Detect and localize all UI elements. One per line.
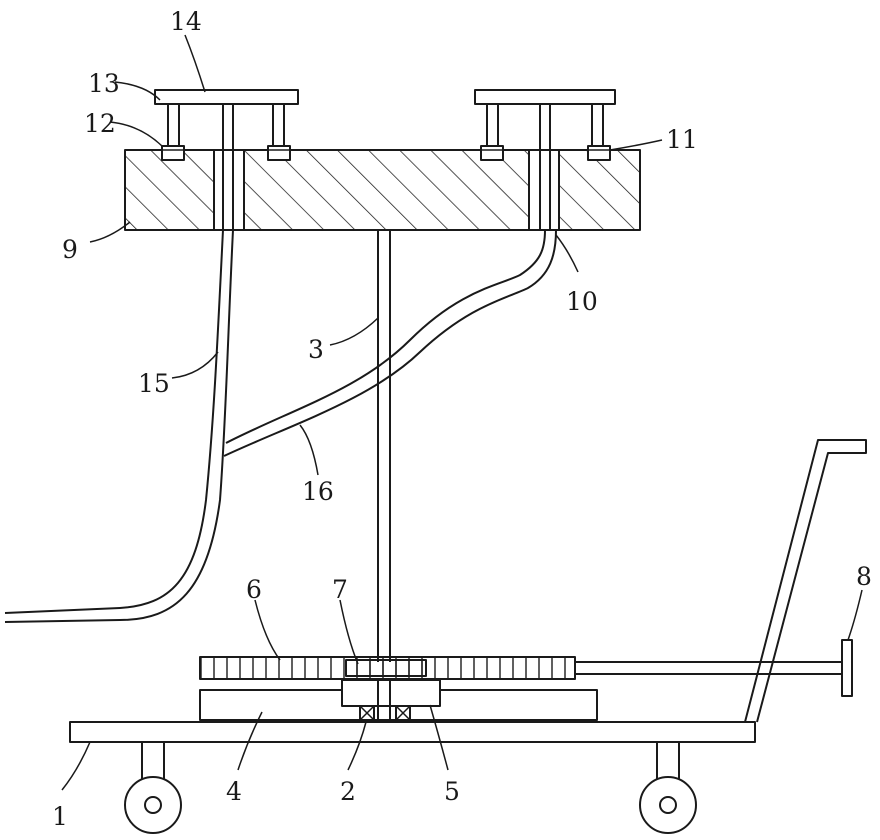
label-16: 16 <box>302 477 334 506</box>
label-12: 12 <box>84 109 116 138</box>
label-14: 14 <box>170 7 202 36</box>
label-2: 2 <box>340 777 356 806</box>
right-wheel <box>640 742 696 833</box>
label-1: 1 <box>52 802 68 831</box>
vertical-shaft <box>378 230 390 662</box>
hose-15 <box>5 230 233 622</box>
push-rod <box>575 640 852 696</box>
label-9: 9 <box>62 235 78 264</box>
label-10: 10 <box>566 287 598 316</box>
label-4: 4 <box>226 777 242 806</box>
platform-plate <box>125 150 640 230</box>
label-7: 7 <box>332 575 348 604</box>
label-13: 13 <box>88 69 120 98</box>
left-wheel <box>125 742 181 833</box>
label-8: 8 <box>856 562 872 591</box>
label-5: 5 <box>444 777 460 806</box>
cart-base <box>70 722 755 742</box>
label-15: 15 <box>138 369 170 398</box>
label-11: 11 <box>666 125 698 154</box>
label-3: 3 <box>308 335 324 364</box>
label-6: 6 <box>246 575 262 604</box>
